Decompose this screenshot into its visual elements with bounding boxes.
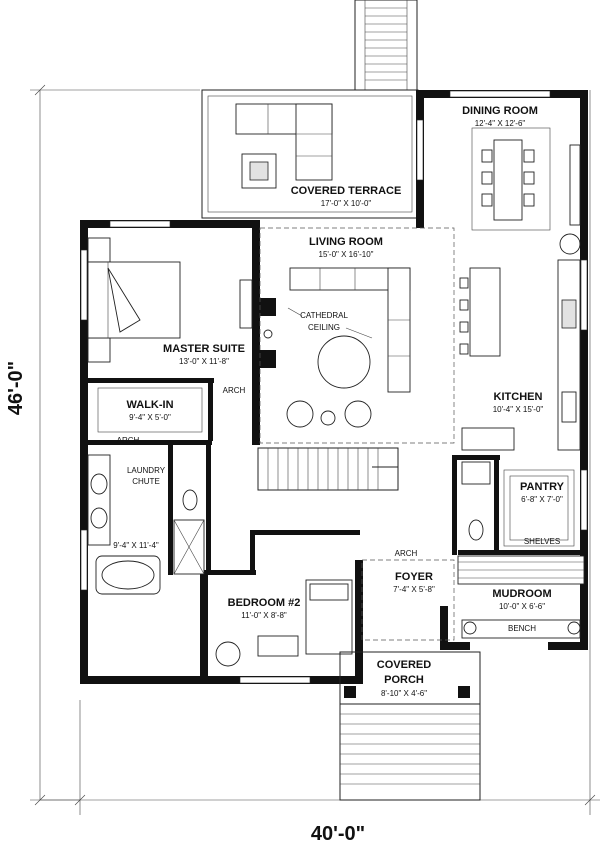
covered-terrace-dims: 17'-0" X 10'-0" [321, 199, 372, 208]
mudroom-fixtures [457, 555, 585, 639]
interior-walls [88, 298, 588, 575]
covered-terrace-name: COVERED TERRACE [291, 185, 402, 197]
mudroom-name: MUDROOM [492, 588, 551, 600]
kitchen-name: KITCHEN [494, 391, 543, 403]
pantry-name: PANTRY [520, 481, 565, 493]
dining-room-dims: 12'-4" X 12'-6" [475, 119, 526, 128]
arch-note-walk-in: ARCH [117, 436, 140, 445]
bedroom-2-dims: 11'-0" X 8'-8" [241, 611, 287, 620]
cathedral-note-line2: CEILING [308, 323, 340, 332]
foyer-outline [361, 559, 455, 641]
foyer-name: FOYER [395, 571, 433, 583]
bedroom-2-furniture [215, 579, 353, 667]
laundry-chute-note-line1: LAUNDRY [127, 466, 166, 475]
dining-room-furniture [471, 127, 581, 255]
dining-room-name: DINING ROOM [462, 105, 538, 117]
bath-fixtures [87, 454, 205, 595]
walk-in-name: WALK-IN [126, 399, 173, 411]
dimension-lines [30, 84, 600, 815]
laundry-chute-note-line2: CHUTE [132, 477, 160, 486]
bedroom-2-name: BEDROOM #2 [228, 597, 301, 609]
master-suite-name: MASTER SUITE [163, 343, 245, 355]
room-labels: COVERED TERRACE 17'-0" X 10'-0" DINING R… [113, 105, 564, 698]
kitchen-dims: 10'-4" X 15'-0" [493, 405, 544, 414]
walk-in-dims: 9'-4" X 5'-0" [129, 413, 171, 422]
mudroom-dims: 10'-0" X 6'-6" [499, 602, 545, 611]
arch-note-foyer: ARCH [395, 549, 418, 558]
covered-terrace-area [201, 89, 419, 219]
master-suite-dims: 13'-0" X 11'-8" [179, 357, 229, 366]
windows [80, 90, 588, 684]
front-porch [339, 651, 481, 801]
covered-porch-dims: 8'-10" X 4'-6" [381, 689, 427, 698]
overall-depth-label: 46'-0" [5, 361, 27, 415]
back-stair [354, 0, 418, 91]
covered-porch-name-line2: PORCH [384, 674, 424, 686]
foyer-dims: 7'-4" X 5'-8" [393, 585, 435, 594]
shelves-note: SHELVES [524, 537, 560, 546]
living-room-furniture [259, 227, 455, 444]
pantry-dims: 6'-8" X 7'-0" [521, 495, 563, 504]
walk-in-closet [97, 387, 203, 433]
kitchen-fixtures [459, 259, 581, 451]
arch-note-living: ARCH [223, 386, 246, 395]
pantry-shelving [461, 461, 575, 547]
master-suite-furniture [87, 237, 253, 363]
overall-width-label: 40'-0" [311, 823, 365, 845]
bath-dims: 9'-4" X 11'-4" [113, 541, 159, 550]
living-room-dims: 15'-0" X 16'-10" [319, 250, 374, 259]
cathedral-note-line1: CATHEDRAL [300, 311, 348, 320]
bench-note: BENCH [508, 624, 536, 633]
plan-notes: CATHEDRAL CEILING LAUNDRY CHUTE ARCH ARC… [117, 307, 560, 633]
main-stair [257, 447, 399, 491]
covered-porch-name-line1: COVERED [377, 659, 431, 671]
living-room-name: LIVING ROOM [309, 236, 383, 248]
